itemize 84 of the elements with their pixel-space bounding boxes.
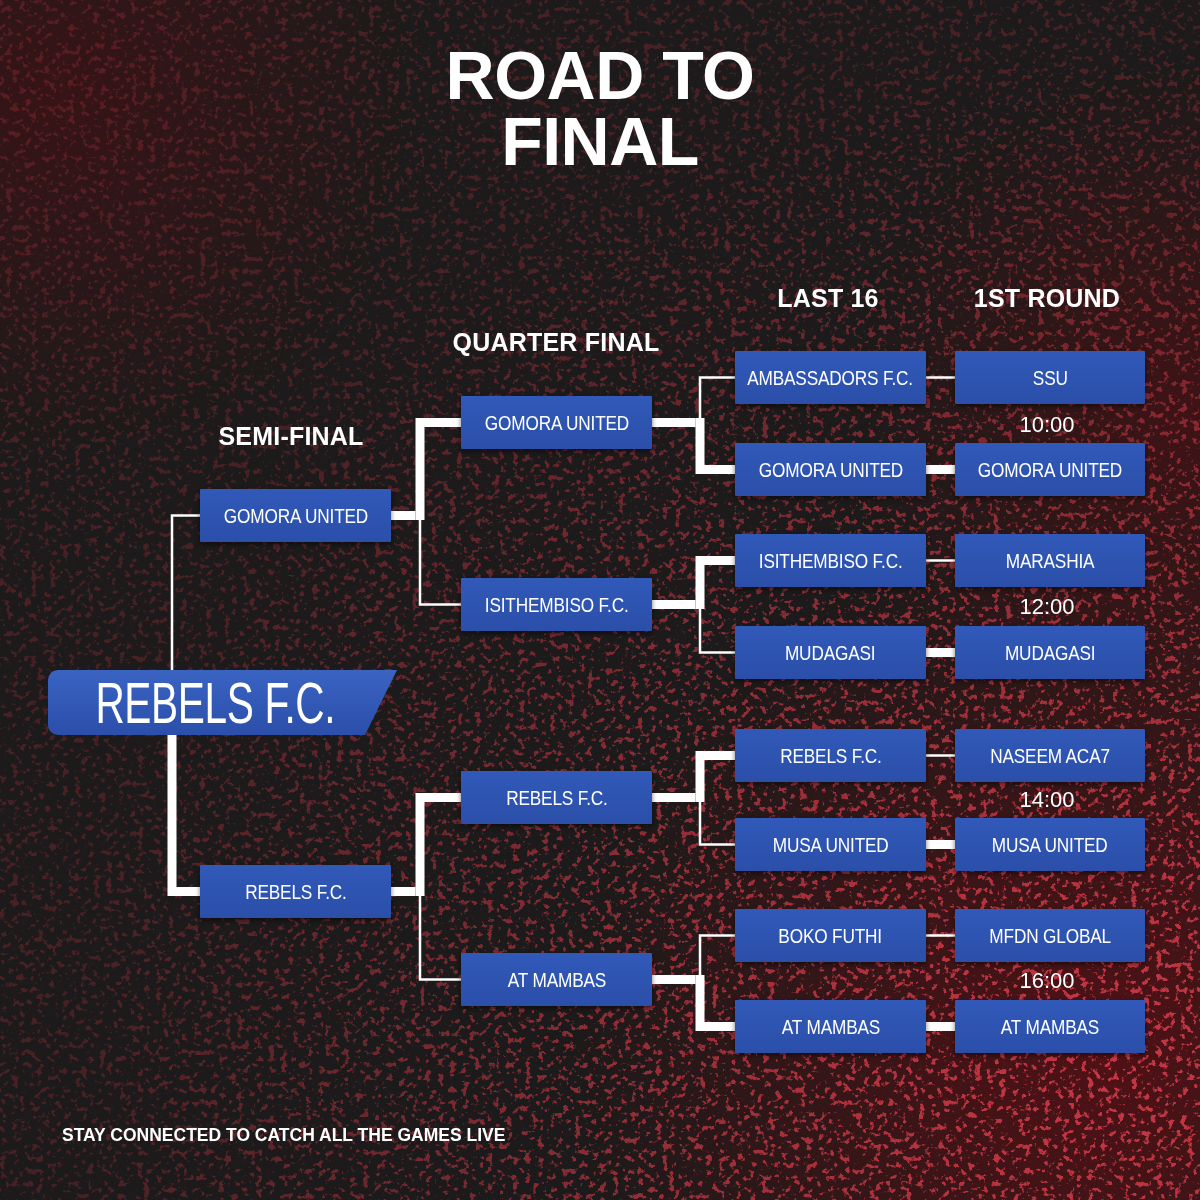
bracket-line bbox=[926, 754, 955, 757]
bracket-line bbox=[926, 559, 955, 562]
team-name: AT MAMBAS bbox=[507, 967, 606, 992]
team-name: AT MAMBAS bbox=[781, 1014, 880, 1039]
bracket-line bbox=[391, 887, 416, 896]
team-name: REBELS F.C. bbox=[779, 743, 882, 768]
bracket-line bbox=[170, 514, 200, 670]
team-name: ISITHEMBISO F.C. bbox=[484, 592, 629, 617]
team-box bbox=[735, 626, 926, 679]
team-name: SSU bbox=[1032, 365, 1068, 390]
team-name: REBELS F.C. bbox=[244, 879, 347, 904]
team-name: MUDAGASI bbox=[785, 640, 876, 665]
team-name: NASEEM ACA7 bbox=[990, 743, 1110, 768]
bracket-line bbox=[695, 751, 735, 802]
bracket-line bbox=[167, 735, 200, 896]
bracket-line bbox=[418, 896, 461, 981]
bracket-line bbox=[926, 465, 955, 474]
bracket-line bbox=[926, 376, 955, 379]
team-box bbox=[955, 818, 1145, 871]
round-heading: SEMI-FINAL bbox=[218, 421, 364, 451]
team-box bbox=[735, 909, 926, 962]
bracket-line bbox=[652, 793, 696, 802]
team-box bbox=[461, 771, 652, 824]
bracket-line bbox=[695, 418, 735, 474]
bracket-line bbox=[391, 511, 416, 520]
kickoff-time: 10:00 bbox=[1019, 412, 1075, 438]
bracket-line bbox=[415, 418, 461, 520]
bracket-line bbox=[652, 418, 696, 427]
bracket-line bbox=[695, 556, 735, 609]
bracket-line bbox=[698, 802, 735, 846]
team-box bbox=[955, 443, 1145, 496]
team-box bbox=[735, 729, 926, 782]
bracket-line bbox=[415, 793, 461, 896]
team-box bbox=[200, 865, 391, 918]
kickoff-time: 14:00 bbox=[1019, 787, 1075, 813]
team-name: AMBASSADORS F.C. bbox=[747, 365, 914, 390]
team-name: GOMORA UNITED bbox=[977, 457, 1123, 482]
team-name: MFDN GLOBAL bbox=[989, 923, 1111, 948]
bracket-line bbox=[652, 600, 696, 609]
bracket-line bbox=[652, 975, 696, 984]
team-name: MUSA UNITED bbox=[992, 832, 1108, 857]
team-name: MARASHIA bbox=[1005, 548, 1095, 573]
team-name: GOMORA UNITED bbox=[223, 503, 368, 528]
team-box bbox=[735, 351, 926, 404]
team-name: BOKO FUTHI bbox=[778, 923, 883, 948]
team-name: ISITHEMBISO F.C. bbox=[758, 548, 903, 573]
team-box bbox=[735, 818, 926, 871]
bracket-line bbox=[698, 376, 735, 418]
team-box bbox=[955, 909, 1145, 962]
team-name: GOMORA UNITED bbox=[484, 410, 629, 435]
team-box bbox=[461, 396, 652, 449]
team-box bbox=[955, 351, 1145, 404]
bracket-line bbox=[695, 975, 735, 1031]
round-heading: 1ST ROUND bbox=[973, 283, 1121, 313]
team-box bbox=[200, 489, 391, 542]
team-box bbox=[735, 534, 926, 587]
bracket-line bbox=[418, 520, 461, 606]
team-box bbox=[955, 1000, 1145, 1053]
team-name: REBELS F.C. bbox=[505, 785, 608, 810]
team-box bbox=[955, 534, 1145, 587]
kickoff-time: 16:00 bbox=[1019, 968, 1075, 994]
footer-note: STAY CONNECTED TO CATCH ALL THE GAMES LIVE bbox=[62, 1124, 506, 1146]
team-name: AT MAMBAS bbox=[1000, 1014, 1100, 1039]
kickoff-time: 12:00 bbox=[1019, 594, 1075, 620]
round-heading: LAST 16 bbox=[777, 283, 879, 313]
team-name: MUDAGASI bbox=[1004, 640, 1096, 665]
team-box bbox=[461, 953, 652, 1006]
round-heading: QUARTER FINAL bbox=[452, 327, 660, 357]
team-box bbox=[461, 578, 652, 631]
bracket-line bbox=[926, 648, 955, 657]
page-title: ROAD TO FINAL bbox=[444, 42, 756, 174]
bracket-line bbox=[926, 934, 955, 937]
team-name: REBELS F.C. bbox=[95, 673, 336, 732]
bracket-line bbox=[926, 1022, 955, 1031]
team-name: MUSA UNITED bbox=[772, 832, 889, 857]
winner-banner bbox=[48, 670, 397, 735]
bracket-line bbox=[698, 609, 735, 654]
bracket-line bbox=[926, 840, 955, 849]
team-box bbox=[955, 729, 1145, 782]
team-name: GOMORA UNITED bbox=[758, 457, 903, 482]
team-box bbox=[735, 443, 926, 496]
team-box bbox=[955, 626, 1145, 679]
bracket-line bbox=[698, 934, 735, 975]
team-box bbox=[735, 1000, 926, 1053]
